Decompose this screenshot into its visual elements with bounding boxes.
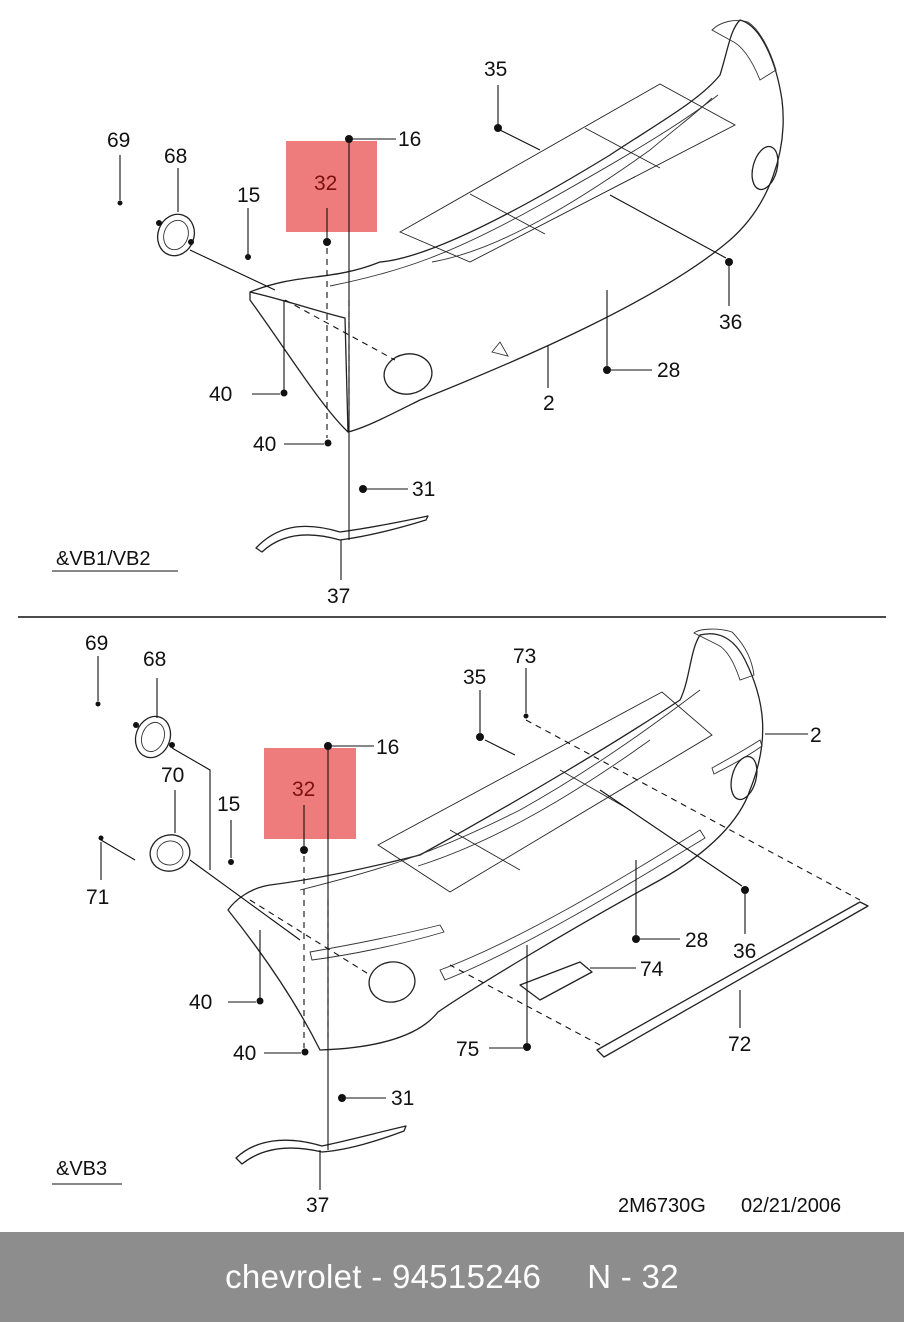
bumper-corner-flange: [711, 19, 777, 81]
footer-bar: chevrolet - 94515246 N - 32: [0, 1232, 904, 1322]
bumper-cover-bottom: [227, 633, 764, 1051]
screw-69: [117, 200, 123, 206]
callout-68: 68: [164, 145, 187, 168]
callout-40a: 40: [209, 383, 232, 406]
callout-37-bottom: 37: [306, 1194, 329, 1217]
reinforcement-37-bottom: [235, 1125, 407, 1165]
nut-32: [323, 238, 331, 246]
callout-75: 75: [456, 1038, 479, 1061]
callout-69: 69: [107, 129, 130, 152]
nut-31-bottom: [338, 1094, 346, 1102]
bumper-top-rail: [329, 94, 719, 287]
callout-40b: 40: [253, 433, 276, 456]
callout-15-bottom: 15: [217, 793, 240, 816]
reinforcement-37: [255, 515, 429, 553]
skid-plate-72: [596, 901, 869, 1058]
fog-lamp-70: [149, 834, 191, 872]
callout-2: 2: [543, 392, 555, 415]
bottom-view: 69 68 70 71 15 32 16 35 73 2 36 28 74 40…: [52, 628, 869, 1217]
screw-35-bottom: [476, 733, 484, 741]
callout-69-bottom: 69: [85, 632, 108, 655]
screw-73: [523, 713, 529, 719]
callout-74: 74: [640, 958, 664, 981]
fog-lamp-hole-right: [751, 145, 779, 191]
screw-75: [523, 1043, 531, 1051]
absorber-plane-bottom: [377, 691, 713, 893]
diffuser-insert: [439, 829, 706, 981]
reflector-strip-left: [309, 924, 445, 961]
screw-40a: [280, 389, 288, 397]
callout-72: 72: [728, 1033, 751, 1056]
callout-37: 37: [327, 585, 350, 608]
lamp-ring-68-bottom: [134, 715, 172, 759]
parts-diagram-svg: 69 68 15 32 16 35 36 28 2 40 40 31 37 &V…: [18, 19, 886, 1217]
screw-71: [98, 835, 104, 841]
lamp-ring-68: [156, 213, 196, 257]
reflector-strip-right: [711, 739, 763, 775]
bracket-74: [519, 961, 593, 1001]
clip-15: [245, 254, 251, 260]
callout-68-bottom: 68: [143, 648, 166, 671]
screw-36: [725, 258, 733, 266]
drawing-date: 02/21/2006: [741, 1195, 841, 1217]
callout-36: 36: [719, 311, 742, 334]
nut-28-bottom: [632, 935, 640, 943]
footer-part-number: 94515246: [391, 1258, 542, 1295]
callout-2-bottom: 2: [810, 724, 822, 747]
fog-lamp-hole-bottom-left: [368, 961, 416, 1003]
clip-15-bottom: [228, 859, 234, 865]
bolt-16: [345, 135, 353, 143]
callout-73: 73: [513, 645, 536, 668]
callout-28-bottom: 28: [685, 929, 708, 952]
callout-40a-bottom: 40: [189, 991, 212, 1014]
callout-32-bottom: 32: [292, 778, 315, 801]
callout-40b-bottom: 40: [233, 1042, 256, 1065]
screw-40b: [324, 439, 332, 447]
footer-separator: -: [371, 1258, 383, 1295]
nut-31: [359, 485, 367, 493]
callout-15: 15: [237, 184, 260, 207]
absorber-plane: [398, 83, 736, 263]
highlight-box-32: [286, 141, 377, 232]
callout-28: 28: [657, 359, 680, 382]
footer-brand: chevrolet: [225, 1258, 362, 1295]
variant-label-bottom: &VB3: [56, 1158, 107, 1180]
fog-lamp-hole-bottom-right: [730, 755, 758, 801]
nut-28: [603, 366, 611, 374]
callout-32: 32: [314, 172, 337, 195]
parts-diagram: 69 68 15 32 16 35 36 28 2 40 40 31 37 &V…: [18, 19, 886, 1217]
callout-36-bottom: 36: [733, 940, 756, 963]
fog-lamp-hole-left: [383, 353, 433, 395]
bolt-16-bottom: [324, 742, 332, 750]
highlight-box-32-bottom: [264, 748, 356, 839]
callout-70: 70: [161, 764, 184, 787]
bumper-top-rail-inner: [431, 97, 713, 263]
variant-label-top: &VB1/VB2: [56, 548, 151, 570]
screw-36-bottom: [741, 886, 749, 894]
callout-16: 16: [398, 128, 421, 151]
callout-16-bottom: 16: [376, 736, 399, 759]
callout-35: 35: [484, 58, 507, 81]
drawing-code: 2M6730G: [618, 1195, 706, 1217]
callout-71: 71: [86, 886, 109, 909]
footer-ref: N - 32: [587, 1258, 679, 1295]
callout-31: 31: [412, 478, 435, 501]
nut-32-bottom: [300, 846, 308, 854]
callout-35-bottom: 35: [463, 666, 486, 689]
bracket-tab: [491, 341, 509, 357]
callout-31-bottom: 31: [391, 1087, 414, 1110]
top-view: 69 68 15 32 16 35 36 28 2 40 40 31 37 &V…: [52, 19, 784, 608]
